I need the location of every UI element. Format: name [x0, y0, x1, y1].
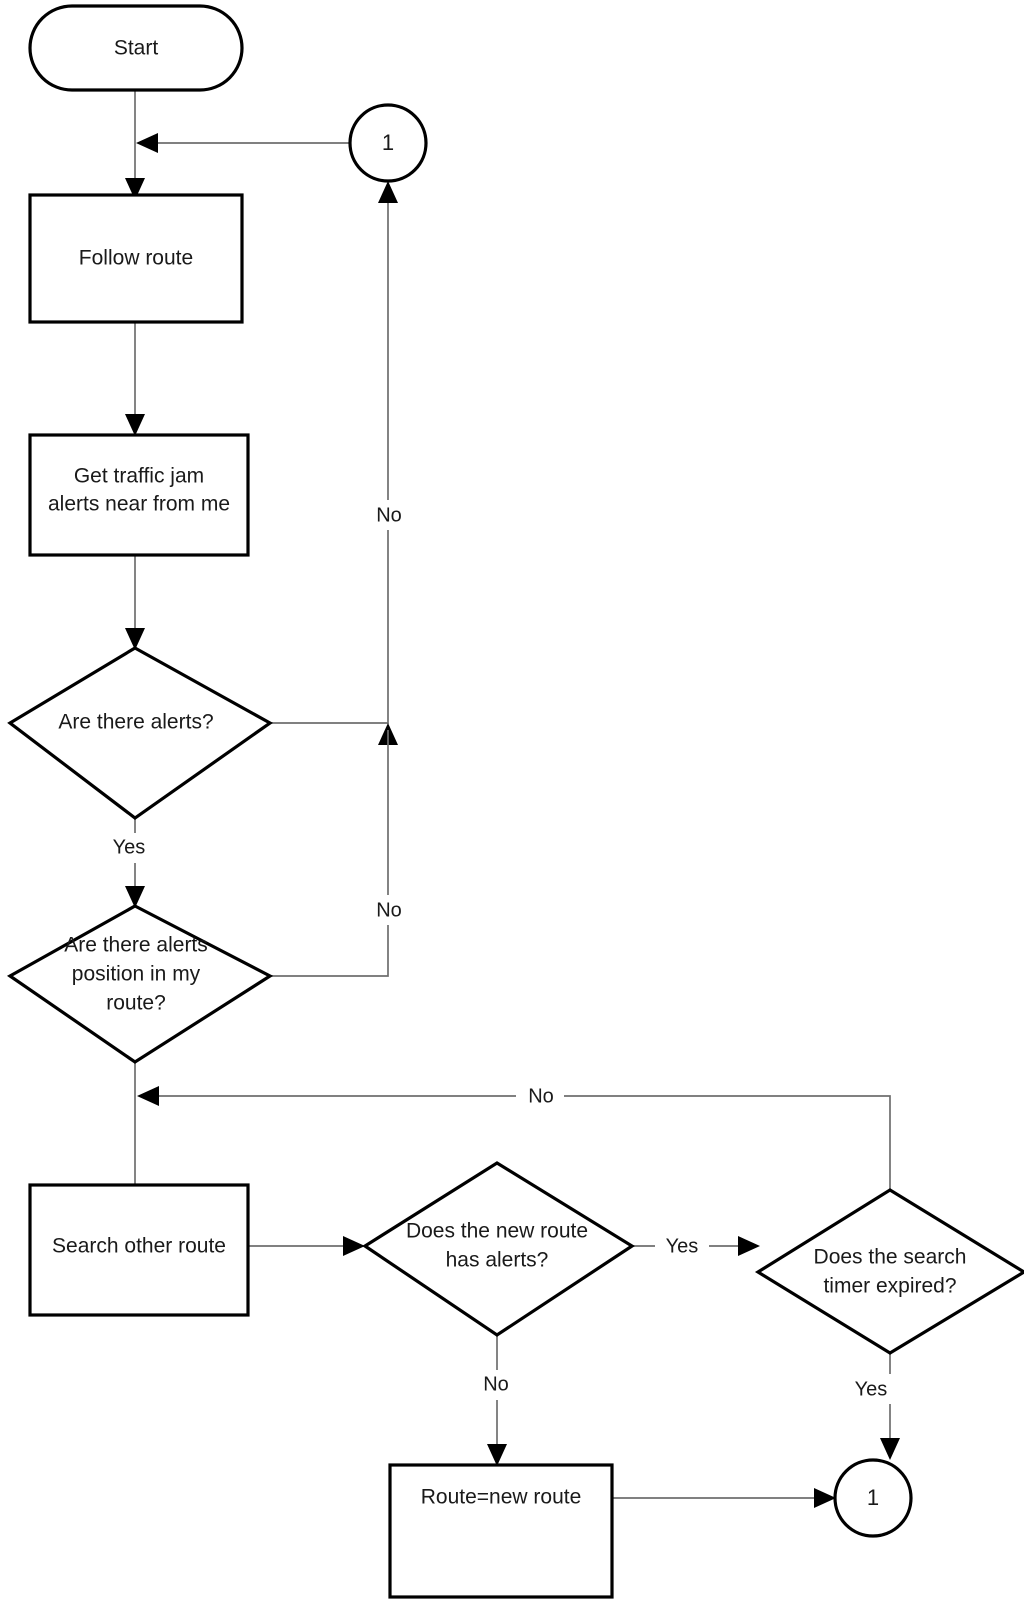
node-search-other-route[interactable]: Search other route: [28, 1183, 250, 1317]
edge-label-new-route-no-text: No: [483, 1373, 509, 1395]
edge-label-alerts-no-text: No: [376, 504, 402, 526]
node-alerts-position-label-line1: Are there alerts: [64, 934, 208, 957]
node-alerts-position-in-route[interactable]: Are there alerts position in my route?: [6, 904, 274, 1064]
edge-label-timer-yes: Yes: [844, 1374, 898, 1404]
node-new-route-has-alerts-label-line1: Does the new route: [406, 1220, 588, 1243]
edge-get-alerts-to-are-there-alerts: [125, 555, 145, 650]
node-start-label: Start: [114, 37, 159, 60]
node-connector-top-label: 1: [382, 130, 394, 155]
node-alerts-position-label-line2: position in my: [72, 963, 201, 986]
edge-label-alerts-no: No: [364, 500, 412, 530]
node-connector-bottom-label: 1: [867, 1485, 879, 1510]
edge-label-new-route-no: No: [472, 1370, 520, 1400]
edge-label-new-route-yes: Yes: [655, 1232, 709, 1262]
edge-label-alerts-yes-text: Yes: [113, 836, 146, 858]
node-route-assign[interactable]: Route=new route: [388, 1463, 614, 1599]
node-search-timer-expired-label-line1: Does the search: [814, 1246, 967, 1269]
edge-label-position-no-text: No: [376, 899, 402, 921]
node-search-other-route-label: Search other route: [52, 1235, 226, 1258]
node-get-traffic-alerts-label-line1: Get traffic jam: [74, 465, 204, 488]
edge-label-timer-yes-text: Yes: [855, 1378, 888, 1400]
node-route-assign-label: Route=new route: [421, 1486, 582, 1509]
edge-start-to-follow-route: [125, 90, 145, 200]
node-alerts-position-label-line3: route?: [106, 992, 166, 1015]
edge-label-position-no: No: [364, 895, 412, 925]
node-search-timer-expired[interactable]: Does the search timer expired?: [754, 1188, 1024, 1355]
node-start[interactable]: Start: [28, 4, 244, 92]
edge-label-alerts-yes: Yes: [110, 833, 162, 863]
node-get-traffic-alerts-label-line2: alerts near from me: [48, 493, 230, 516]
edge-follow-route-to-get-alerts: [125, 322, 145, 436]
edge-position-no-to-connector: [270, 730, 389, 977]
node-connector-bottom[interactable]: 1: [833, 1458, 913, 1538]
edge-alerts-no-to-connector: [270, 181, 398, 745]
edge-connector-top-to-main-line: [136, 133, 350, 153]
node-are-there-alerts[interactable]: Are there alerts?: [7, 646, 274, 820]
edge-label-timer-loop-no: No: [516, 1082, 564, 1112]
edge-label-new-route-yes-text: Yes: [666, 1235, 699, 1257]
node-search-timer-expired-label-line2: timer expired?: [823, 1275, 956, 1298]
edge-search-route-to-new-route-check: [248, 1236, 365, 1256]
node-follow-route-label: Follow route: [79, 247, 193, 270]
node-connector-top[interactable]: 1: [348, 103, 428, 183]
node-get-traffic-alerts[interactable]: Get traffic jam alerts near from me: [28, 433, 250, 557]
edge-route-assign-to-connector-bottom: [612, 1488, 836, 1508]
node-are-there-alerts-label: Are there alerts?: [58, 711, 213, 734]
edge-timer-no-loopback: [137, 1086, 891, 1198]
edge-new-route-no-to-route-assign: [487, 1335, 507, 1466]
edge-label-timer-loop-no-text: No: [528, 1085, 554, 1107]
node-follow-route[interactable]: Follow route: [28, 193, 244, 324]
node-new-route-has-alerts-label-line2: has alerts?: [446, 1249, 549, 1272]
node-new-route-has-alerts[interactable]: Does the new route has alerts?: [362, 1161, 635, 1337]
